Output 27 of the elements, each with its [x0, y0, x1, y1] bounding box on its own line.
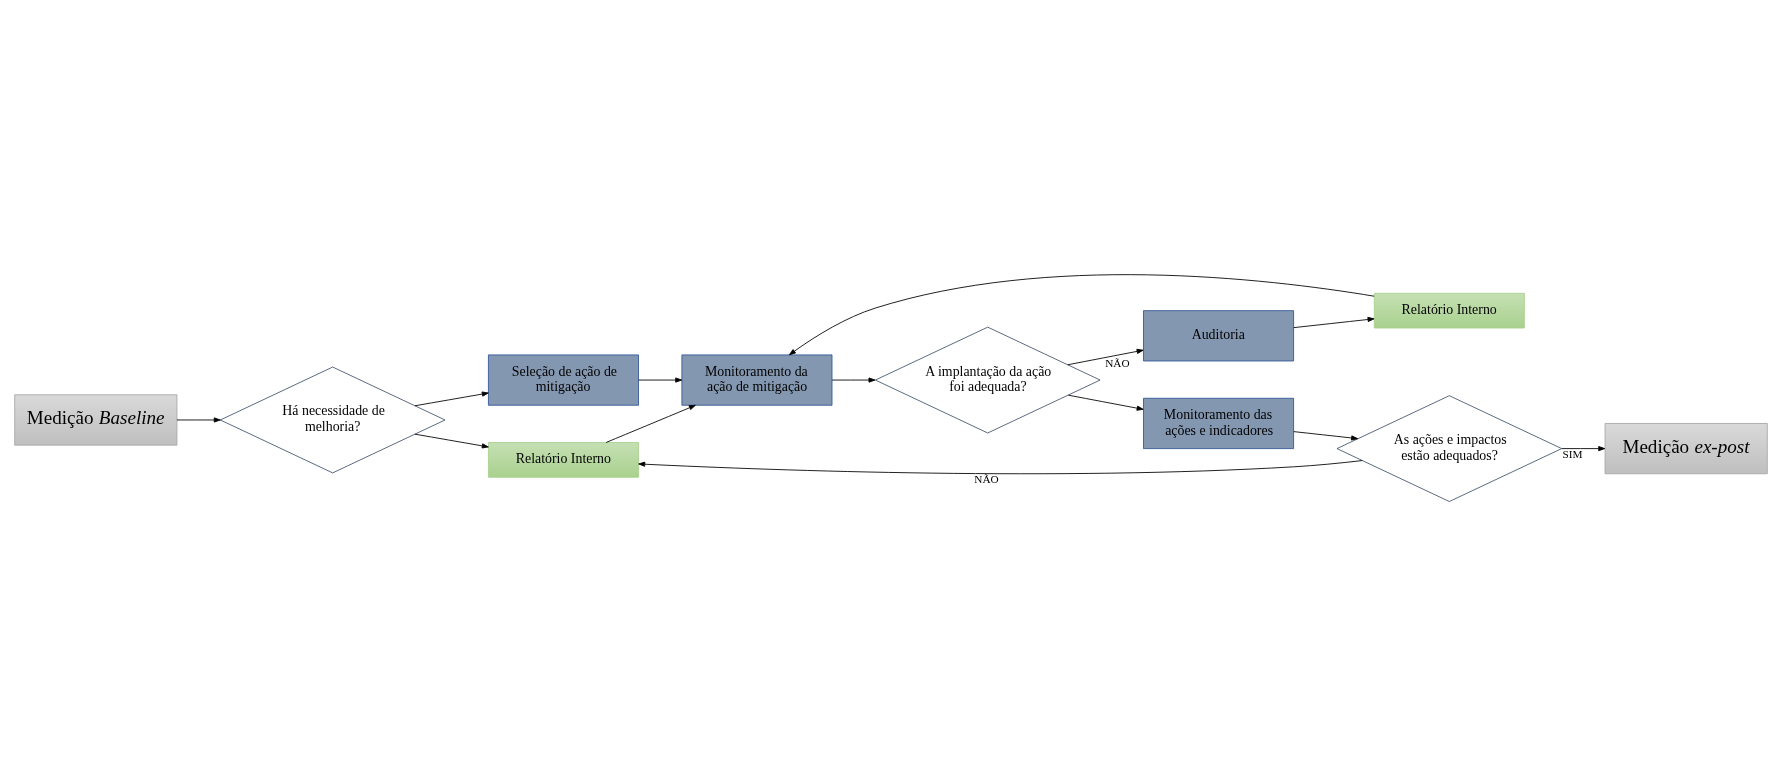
arrow — [1067, 394, 1144, 411]
arrow — [788, 273, 1375, 355]
arrow — [638, 459, 1363, 474]
arrow — [605, 404, 696, 443]
arrow — [414, 433, 489, 448]
node-diamond: As ações e impactos estão adequados? — [1336, 394, 1563, 502]
node-box: Auditoria — [1143, 309, 1294, 361]
arrow — [176, 416, 221, 423]
edge-label: SIM — [1562, 447, 1583, 460]
node-box: Relatório Interno — [1373, 292, 1525, 328]
arrow — [1293, 430, 1359, 440]
edge-label: NÃO — [974, 472, 999, 485]
arrow — [414, 391, 489, 406]
node-box: Relatório Interno — [488, 441, 639, 478]
node-box: Medição ex-post — [1604, 422, 1768, 474]
node-box: Seleção de ação de mitigação — [488, 353, 639, 406]
edge-label: NÃO — [1105, 356, 1130, 369]
arrow — [1067, 348, 1144, 365]
node-box: Medição Baseline — [14, 393, 178, 446]
node-diamond: A implantação da ação foi adequada? — [874, 326, 1101, 433]
arrow — [1293, 316, 1375, 328]
node-box: Monitoramento da ação de mitigação — [681, 353, 833, 406]
arrow — [638, 377, 683, 383]
arrow — [1561, 445, 1606, 451]
node-box: Monitoramento das ações e indicadores — [1143, 397, 1294, 449]
node-diamond: Há necessidade de melhoria? — [219, 366, 446, 473]
arrow — [831, 377, 876, 383]
